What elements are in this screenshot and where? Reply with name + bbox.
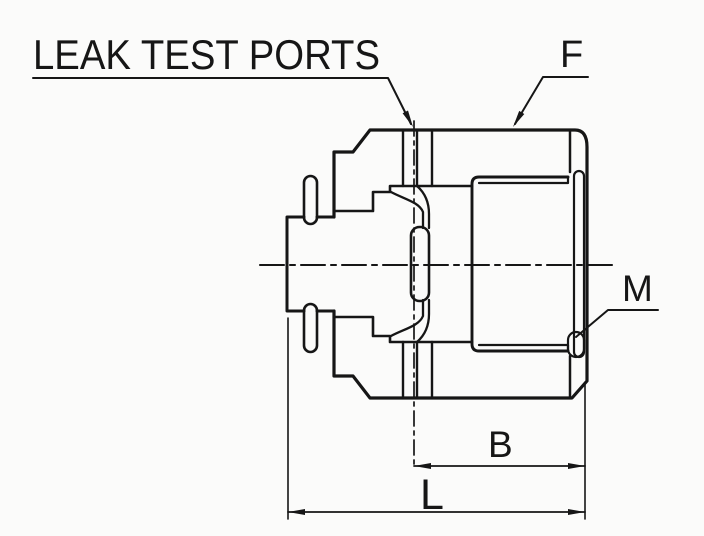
f-leader-line — [514, 76, 589, 125]
dimension-extension-lines — [287, 317, 586, 520]
m-callout — [575, 309, 659, 338]
dimension-b-arrow-right — [568, 463, 585, 469]
body-outer-profile — [332, 128, 589, 400]
f-arrowhead — [513, 110, 525, 127]
dimension-b-arrow-left — [414, 463, 431, 469]
m-leader-line — [575, 309, 659, 338]
dimension-l-arrow-right — [568, 509, 585, 515]
inner-bore-profile-bottom — [332, 315, 474, 344]
internal-oring-seal — [409, 225, 431, 303]
leak-test-ports-arrowhead — [402, 110, 413, 127]
inner-bore-profile-top — [332, 184, 474, 213]
f-callout — [513, 76, 589, 127]
dimension-b-label: B — [488, 424, 513, 465]
collet-neck-top — [389, 184, 431, 230]
leak-test-port-walls — [401, 128, 419, 400]
gasket-bead — [566, 330, 586, 359]
release-button-top — [302, 174, 319, 226]
f-label: F — [560, 34, 583, 76]
fitting-section-view — [32, 76, 659, 520]
release-collar-outline — [285, 215, 336, 313]
leak-test-ports-label: LEAK TEST PORTS — [33, 31, 380, 78]
dimension-l-arrow-left — [288, 509, 305, 515]
leak-test-ports-callout — [32, 77, 413, 127]
collet-neck-bottom — [389, 298, 431, 344]
m-label: M — [622, 268, 653, 309]
dimension-l — [287, 509, 586, 515]
release-button-bottom — [302, 302, 319, 354]
dimension-b — [413, 463, 586, 469]
leak-test-ports-leader-line — [32, 77, 412, 125]
dimension-l-label: L — [420, 471, 444, 519]
threaded-port-outline — [470, 175, 570, 353]
